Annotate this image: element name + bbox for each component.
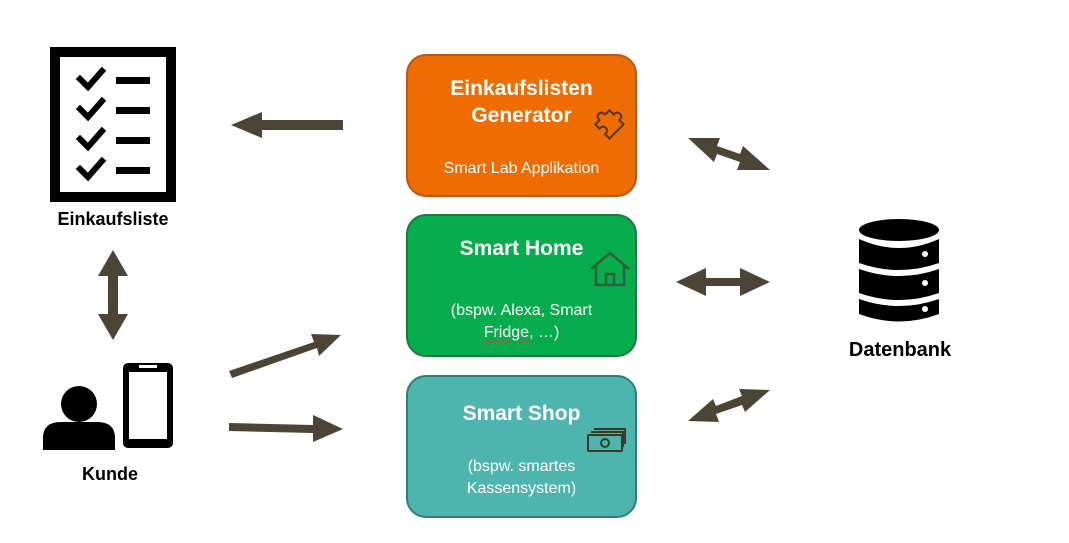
checklist-icon (50, 47, 176, 202)
smart-home-fridge-text: Fridge (483, 324, 530, 341)
database-icon (859, 219, 939, 322)
generator-title-line2: Generator (471, 104, 572, 127)
arrow-shop-db (688, 389, 770, 422)
smart-home-etc-text: , …) (529, 324, 560, 341)
datenbank-label: Datenbank (848, 339, 952, 361)
arrow-home-db (676, 268, 770, 296)
arrow-kunde-to-home (229, 334, 341, 378)
smart-home-title: Smart Home (459, 237, 584, 260)
arrow-generator-to-list (231, 112, 343, 138)
arrow-list-kunde (98, 250, 128, 340)
generator-box: Einkaufslisten Generator Smart Lab Appli… (406, 54, 637, 197)
generator-subtitle: Smart Lab Applikation (443, 160, 600, 177)
arrow-generator-db (688, 138, 770, 170)
einkaufsliste-label: Einkaufsliste (57, 209, 169, 229)
smart-shop-sub-line2: Kassensystem) (466, 480, 577, 497)
puzzle-icon (593, 108, 625, 140)
smart-home-sub-line1: (bspw. Alexa, Smart (450, 302, 593, 319)
money-icon (587, 428, 626, 452)
arrow-kunde-to-shop (229, 415, 343, 442)
kunde-label: Kunde (82, 464, 138, 484)
smart-home-sub-line2: Fridge, …) (408, 322, 635, 344)
generator-title-line1: Einkaufslisten (450, 77, 593, 100)
person-phone-icon (43, 363, 173, 450)
smart-shop-sub-line1: (bspw. smartes (467, 458, 576, 475)
house-icon (590, 251, 630, 287)
smart-shop-title: Smart Shop (462, 402, 581, 425)
smart-shop-box: Smart Shop (bspw. smartes Kassensystem) (406, 375, 637, 518)
